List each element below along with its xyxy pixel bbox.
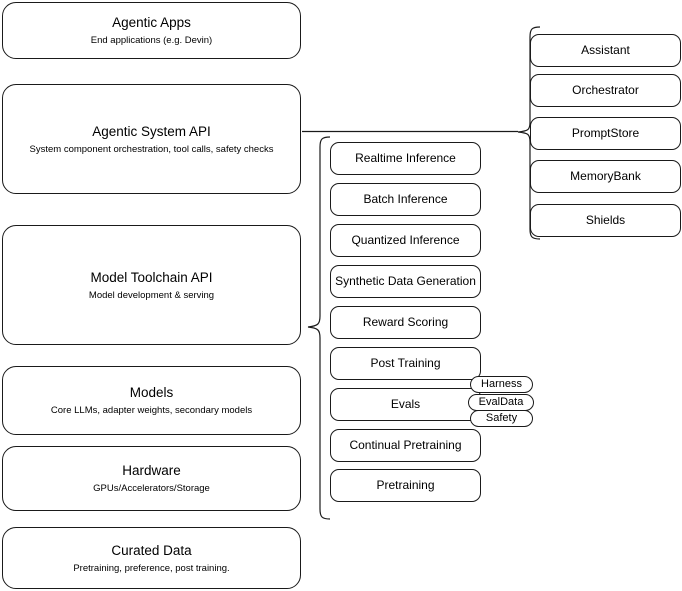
layer-title: Curated Data [111, 542, 192, 558]
layer-title: Agentic Apps [112, 15, 191, 30]
capability-label: Continual Pretraining [349, 438, 462, 452]
stack-layer-models[interactable]: Models Core LLMs, adapter weights, secon… [2, 366, 301, 435]
evals-subitem-label: Harness [481, 378, 522, 390]
layer-subtitle: Core LLMs, adapter weights, secondary mo… [50, 405, 253, 416]
system-component-orchestrator[interactable]: Orchestrator [530, 74, 681, 107]
stack-layer-model-toolchain-api[interactable]: Model Toolchain API Model development & … [2, 225, 301, 345]
layer-subtitle: Pretraining, preference, post training. [73, 562, 230, 574]
capability-label: Post Training [370, 356, 441, 370]
stack-layer-agentic-apps[interactable]: Agentic Apps End applications (e.g. Devi… [2, 2, 301, 59]
system-component-label: PromptStore [571, 126, 640, 140]
system-component-label: Assistant [581, 43, 630, 57]
layer-subtitle: End applications (e.g. Devin) [90, 35, 213, 46]
layer-title: Hardware [122, 463, 181, 478]
layer-subtitle: System component orchestration, tool cal… [29, 143, 274, 155]
capability-label: Quantized Inference [351, 233, 460, 247]
layer-title: Model Toolchain API [90, 269, 213, 285]
system-component-label: Orchestrator [572, 83, 639, 97]
capability-label: Synthetic Data Generation [335, 274, 476, 288]
evals-subitem-evaldata[interactable]: EvalData [468, 394, 534, 411]
evals-subitem-safety[interactable]: Safety [470, 410, 533, 427]
capability-pretraining[interactable]: Pretraining [330, 469, 481, 502]
capability-label: Pretraining [376, 478, 435, 492]
system-component-shields[interactable]: Shields [530, 204, 681, 237]
capability-quantized-inference[interactable]: Quantized Inference [330, 224, 481, 257]
capability-label: Reward Scoring [362, 315, 449, 329]
capability-label: Realtime Inference [355, 151, 456, 165]
capability-post-training[interactable]: Post Training [330, 347, 481, 380]
system-component-label: MemoryBank [570, 169, 641, 183]
evals-subitem-label: EvalData [478, 396, 524, 408]
capability-synthetic-data-generation[interactable]: Synthetic Data Generation [330, 265, 481, 298]
capability-label: Evals [390, 397, 421, 411]
capability-reward-scoring[interactable]: Reward Scoring [330, 306, 481, 339]
stack-layer-curated-data[interactable]: Curated Data Pretraining, preference, po… [2, 527, 301, 589]
capability-label: Batch Inference [363, 192, 448, 206]
system-component-label: Shields [585, 213, 626, 227]
system-components-brace [517, 26, 541, 240]
stack-layer-agentic-system-api[interactable]: Agentic System API System component orch… [2, 84, 301, 194]
system-component-assistant[interactable]: Assistant [530, 34, 681, 67]
system-component-memorybank[interactable]: MemoryBank [530, 160, 681, 193]
layer-title: Models [129, 385, 174, 400]
toolchain-capabilities-brace [307, 136, 331, 520]
layer-subtitle: GPUs/Accelerators/Storage [93, 483, 210, 494]
stack-layer-hardware[interactable]: Hardware GPUs/Accelerators/Storage [2, 446, 301, 511]
capability-evals[interactable]: Evals [330, 388, 481, 421]
system-component-promptstore[interactable]: PromptStore [530, 117, 681, 150]
layer-title: Agentic System API [92, 123, 211, 139]
capability-realtime-inference[interactable]: Realtime Inference [330, 142, 481, 175]
capability-batch-inference[interactable]: Batch Inference [330, 183, 481, 216]
evals-subitem-harness[interactable]: Harness [470, 376, 533, 393]
capability-continual-pretraining[interactable]: Continual Pretraining [330, 429, 481, 462]
layer-subtitle: Model development & serving [88, 289, 215, 301]
evals-subitem-label: Safety [485, 412, 518, 424]
